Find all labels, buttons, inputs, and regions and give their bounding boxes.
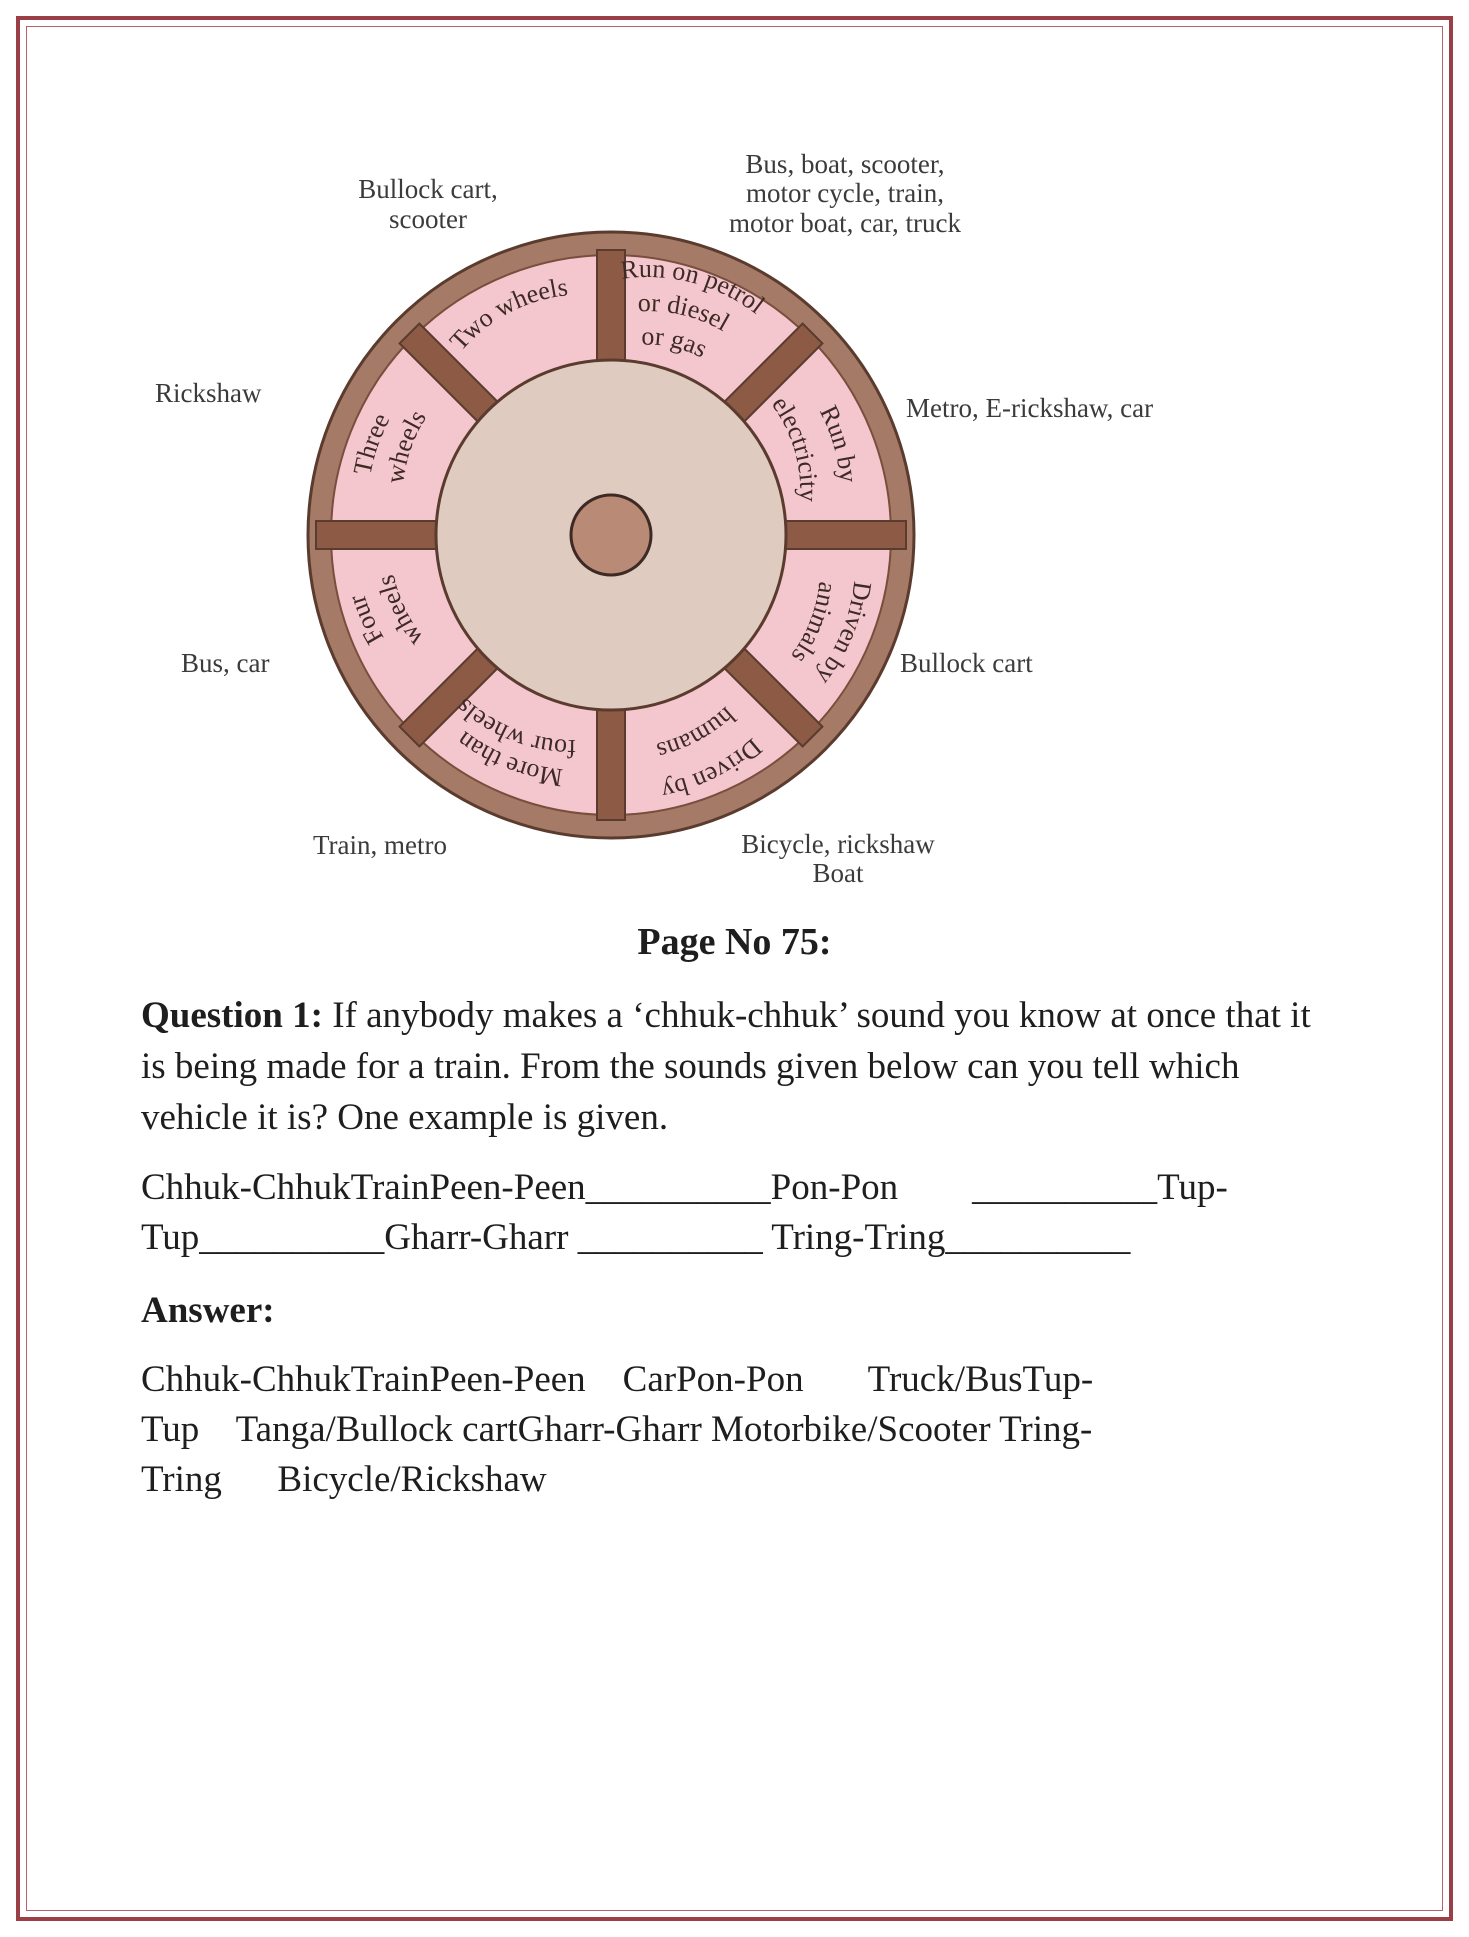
svg-text:Bicycle, rickshaw: Bicycle, rickshaw: [741, 829, 935, 859]
svg-text:scooter: scooter: [389, 204, 467, 234]
label-electric-vehicles: Metro, E-rickshaw, car: [906, 393, 1153, 423]
label-bullock-cart-scooter: Bullock cart, scooter: [358, 174, 497, 234]
vehicle-wheel-diagram: Two wheels Run on petrol or diesel or ga…: [155, 149, 1153, 888]
question-label: Question 1:: [141, 995, 323, 1036]
svg-text:motor cycle, train,: motor cycle, train,: [746, 178, 944, 208]
answer-line-3: Tring Bicycle/Rickshaw: [141, 1459, 547, 1500]
answer-line-1: Chhuk-ChhukTrainPeen-Peen CarPon-Pon Tru…: [141, 1359, 1094, 1400]
question-paragraph: Question 1: If anybody makes a ‘chhuk-ch…: [141, 990, 1341, 1143]
page-number-heading: Page No 75:: [637, 921, 832, 963]
svg-text:motor boat, car, truck: motor boat, car, truck: [729, 208, 962, 238]
label-bullock-cart: Bullock cart: [900, 648, 1033, 678]
label-rickshaw: Rickshaw: [155, 378, 262, 408]
page-border-outer: [16, 16, 1453, 1921]
wheel-axle: [569, 493, 653, 577]
label-petrol-vehicles: Bus, boat, scooter, motor cycle, train, …: [729, 149, 962, 238]
sounds-line-2: Tup__________Gharr-Gharr __________ Trin…: [141, 1217, 1131, 1258]
page-border-inner: [26, 26, 1443, 1911]
label-train-metro: Train, metro: [313, 830, 447, 860]
question-text: If anybody makes a ‘chhuk-chhuk’ sound y…: [141, 995, 1311, 1138]
svg-text:Bullock cart,: Bullock cart,: [358, 174, 497, 204]
label-bicycle-rickshaw-boat: Bicycle, rickshaw Boat: [741, 829, 935, 888]
answer-line-2: Tup Tanga/Bullock cartGharr-Gharr Motorb…: [141, 1409, 1093, 1450]
answer-label: Answer:: [141, 1290, 275, 1331]
svg-text:Boat: Boat: [813, 858, 864, 888]
sounds-line-1: Chhuk-ChhukTrainPeen-Peen__________Pon-P…: [141, 1167, 1228, 1208]
svg-text:Bus, boat, scooter,: Bus, boat, scooter,: [745, 149, 944, 179]
label-bus-car: Bus, car: [181, 648, 269, 678]
